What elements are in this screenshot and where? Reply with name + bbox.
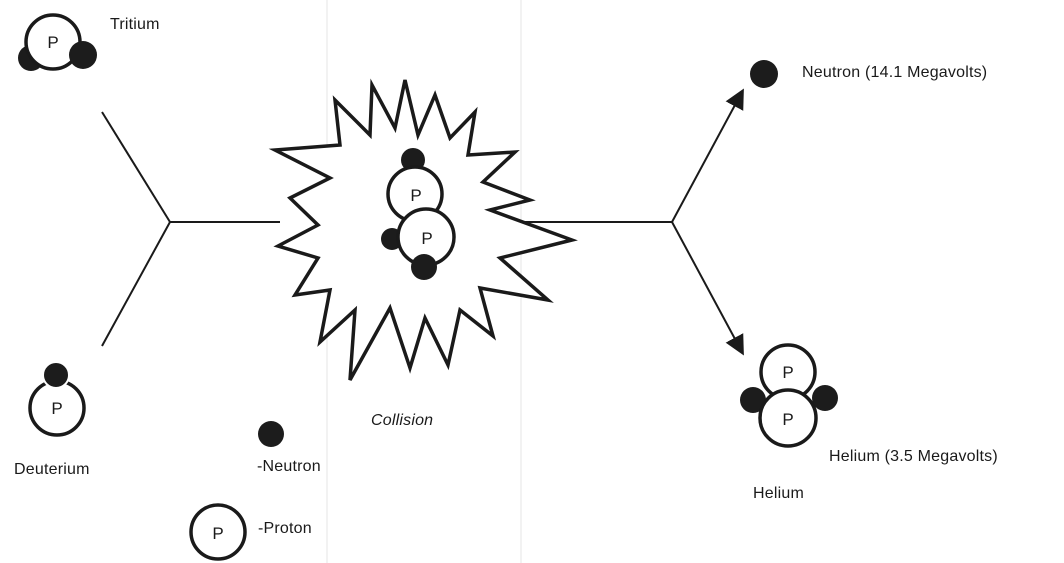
helium-arrow bbox=[672, 222, 742, 352]
proton-key-label: -Proton bbox=[258, 520, 312, 538]
neutron-particle bbox=[43, 362, 69, 388]
proton-symbol: P bbox=[782, 410, 793, 429]
tritium-label: Tritium bbox=[110, 16, 160, 34]
neutron-particle bbox=[411, 254, 437, 280]
output-connector bbox=[520, 92, 742, 352]
neutron-arrow bbox=[672, 92, 742, 222]
helium-label: Helium bbox=[753, 485, 804, 503]
neutron-particle bbox=[69, 41, 97, 69]
collision-label: Collision bbox=[371, 412, 433, 430]
proton-symbol: P bbox=[51, 399, 62, 418]
tritium-path bbox=[102, 112, 170, 222]
helium-output-label: Helium (3.5 Megavolts) bbox=[829, 448, 998, 466]
proton-symbol: P bbox=[421, 229, 432, 248]
neutron-particle bbox=[812, 385, 838, 411]
proton-symbol: P bbox=[212, 524, 223, 543]
deuterium-label: Deuterium bbox=[14, 461, 90, 479]
neutron-output-label: Neutron (14.1 Megavolts) bbox=[802, 64, 987, 82]
neutron-key-label: -Neutron bbox=[257, 458, 321, 476]
deuterium-path bbox=[102, 222, 170, 346]
proton-symbol: P bbox=[410, 186, 421, 205]
output-neutron bbox=[750, 60, 778, 88]
helium-atom bbox=[740, 345, 838, 446]
proton-symbol: P bbox=[782, 363, 793, 382]
proton-symbol: P bbox=[47, 33, 58, 52]
input-connector bbox=[102, 112, 280, 346]
neutron-key-symbol bbox=[258, 421, 284, 447]
